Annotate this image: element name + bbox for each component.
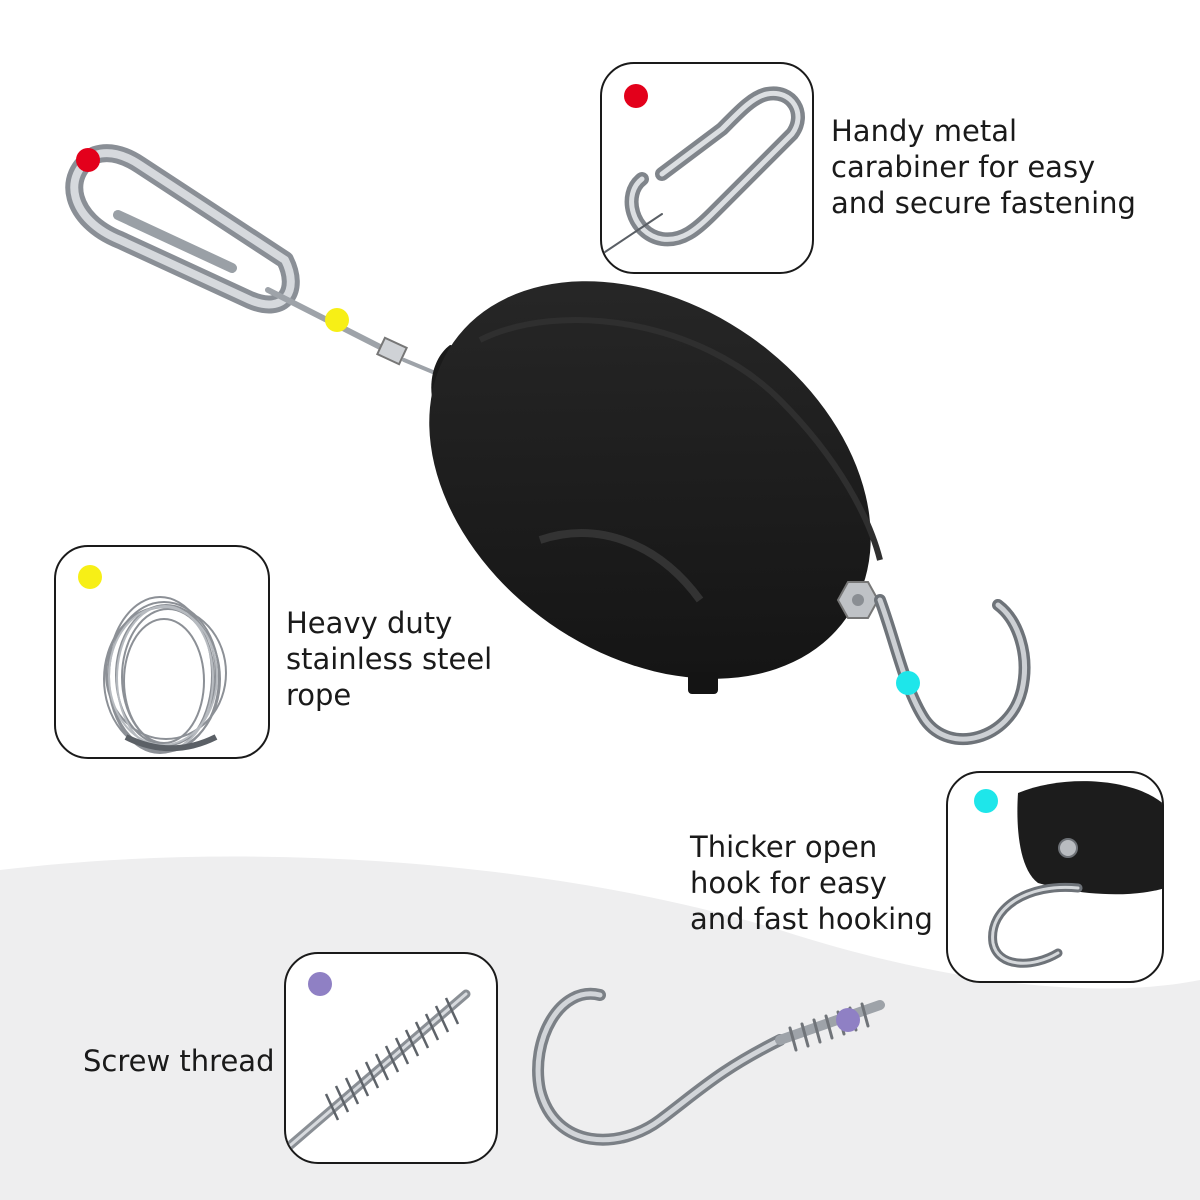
screw-detail-card [284,952,498,1164]
rope-coil-icon [103,596,227,754]
marker-cyan-dot [896,671,920,695]
caption-line: stainless steel [286,642,493,676]
caption-line: Heavy duty [286,606,453,640]
caption-line: Handy metal [831,114,1018,148]
carabiner-closeup-icon [602,86,805,255]
open-hook-icon [874,594,1031,746]
hook-detail-card [946,771,1164,983]
carabiner-detail-card [600,62,814,274]
hook-caption: Thicker open hook for easy and fast hook… [690,829,933,937]
caption-line: and secure fastening [831,186,1136,220]
carabiner-caption: Handy metal carabiner for easy and secur… [831,113,1136,221]
marker-red-dot [76,148,100,172]
carabiner-icon [65,144,300,314]
screw-thread-icon [286,989,471,1154]
rope-caption: Heavy duty stainless steel rope [286,605,492,713]
red-dot [624,84,648,108]
caption-line: Thicker open [690,830,878,864]
screw-caption: Screw thread [83,1043,274,1079]
screw-hook-icon [532,987,885,1146]
yellow-dot [78,565,102,589]
caption-line: Screw thread [83,1044,275,1078]
hook-closeup-icon [988,781,1162,968]
caption-line: hook for easy [690,866,887,900]
purple-dot [308,972,332,996]
caption-line: carabiner for easy [831,150,1096,184]
caption-line: and fast hooking [690,902,933,936]
marker-purple-dot [836,1008,860,1032]
rope-detail-card [54,545,270,759]
reel-body [429,281,883,694]
marker-yellow-dot [325,308,349,332]
cyan-dot [974,789,998,813]
caption-line: rope [286,678,352,712]
steel-wire [265,287,442,377]
